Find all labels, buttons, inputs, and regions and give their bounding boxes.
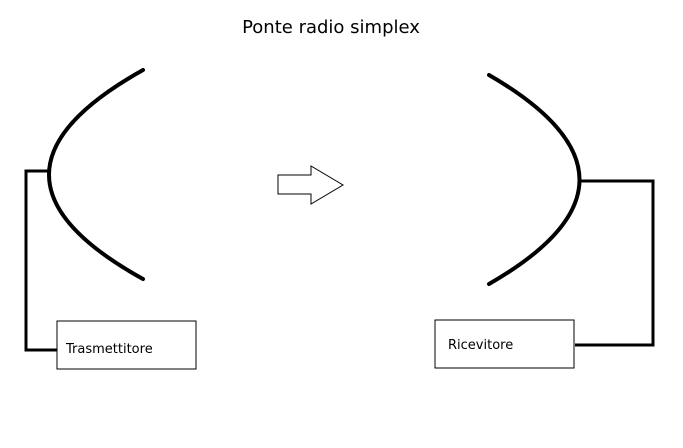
transmitter-antenna-dish — [47, 68, 145, 281]
receiver-box — [434, 319, 575, 369]
transmitter-label: Trasmettitore — [65, 342, 153, 357]
signal-direction-arrow-icon — [277, 165, 344, 205]
receiver-antenna-cable — [575, 179, 655, 347]
receiver-antenna-dish — [487, 73, 582, 286]
receiver-block: Ricevitore — [434, 319, 575, 369]
transmitter-box — [56, 320, 197, 370]
receiver-label: Ricevitore — [448, 338, 513, 353]
transmitter-block: Trasmettitore — [56, 320, 197, 370]
transmitter-antenna-cable — [24, 169, 60, 352]
diagram-title: Ponte radio simplex — [242, 17, 420, 38]
